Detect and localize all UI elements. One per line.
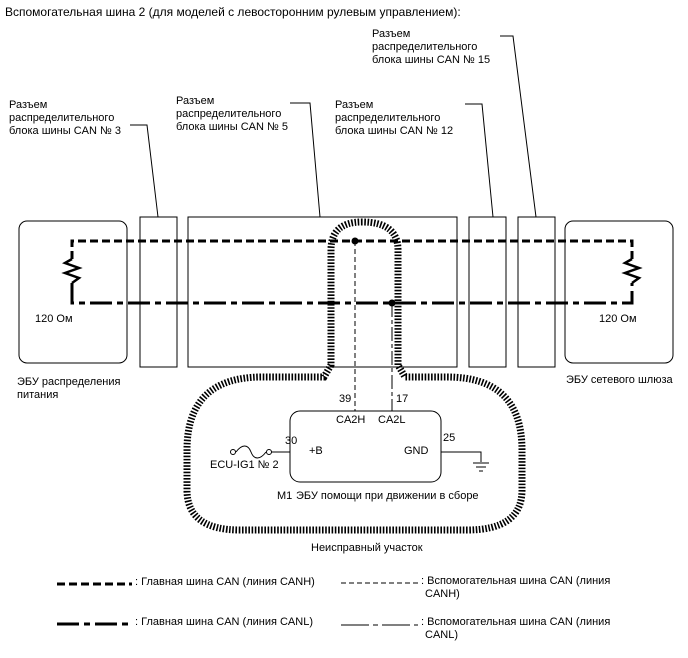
svg-text:блока шины CAN № 12: блока шины CAN № 12 xyxy=(335,125,453,137)
svg-text:Разъем: Разъем xyxy=(372,28,410,40)
b-plus-label: +B xyxy=(309,445,323,457)
legend-aux-canl-text-2: CANL) xyxy=(425,629,458,641)
pin-ca2h-number: 39 xyxy=(339,393,351,405)
pin-b-number: 30 xyxy=(285,435,297,447)
legend-aux-canh-text-2: CANH) xyxy=(425,588,460,600)
connector-label-12: Разъем распределительного блока шины CAN… xyxy=(335,99,453,137)
svg-text:распределительного: распределительного xyxy=(176,108,281,120)
svg-text:распределительного: распределительного xyxy=(372,41,477,53)
right-resistor xyxy=(621,257,643,285)
ca2h-label: CA2H xyxy=(336,414,365,426)
gnd-label: GND xyxy=(404,445,429,457)
legend: : Главная шина CAN (линия CANH) : Главна… xyxy=(57,575,610,641)
svg-text:блока шины CAN № 3: блока шины CAN № 3 xyxy=(9,125,121,137)
svg-text:Разъем: Разъем xyxy=(9,99,47,111)
right-ecu-box xyxy=(564,220,674,364)
module-code: M1 xyxy=(277,490,292,502)
svg-text:питания: питания xyxy=(17,389,58,401)
connector-label-15: Разъем распределительного блока шины CAN… xyxy=(372,28,490,66)
pin-ca2l-number: 17 xyxy=(396,393,408,405)
right-ecu-label: ЭБУ сетевого шлюза xyxy=(566,374,674,386)
faulty-area-outline xyxy=(183,218,526,534)
main-canl-line xyxy=(70,283,634,305)
legend-aux-canh-text-1: : Вспомогательная шина CAN (линия xyxy=(421,575,610,587)
left-resistor-value: 120 Ом xyxy=(35,313,73,325)
leader-lines xyxy=(130,35,537,218)
pin-gnd-number: 25 xyxy=(443,432,455,444)
svg-text:распределительного: распределительного xyxy=(335,112,440,124)
left-resistor xyxy=(61,257,83,285)
svg-text:распределительного: распределительного xyxy=(9,112,114,124)
legend-main-canh-text: : Главная шина CAN (линия CANH) xyxy=(135,576,315,588)
svg-text:блока шины CAN № 5: блока шины CAN № 5 xyxy=(176,121,288,133)
connector-label-5: Разъем распределительного блока шины CAN… xyxy=(176,95,288,133)
ground-icon xyxy=(441,451,489,472)
connector-box-3 xyxy=(139,216,178,368)
ca2l-label: CA2L xyxy=(378,414,406,426)
fuse-icon xyxy=(230,445,290,459)
legend-main-canl-text: : Главная шина CAN (линия CANL) xyxy=(135,616,313,628)
left-ecu-label: ЭБУ распределения питания xyxy=(17,376,121,401)
connector-label-3: Разъем распределительного блока шины CAN… xyxy=(9,99,121,137)
assist-ecu-box xyxy=(289,410,442,483)
svg-text:блока шины CAN № 15: блока шины CAN № 15 xyxy=(372,54,490,66)
legend-aux-canl-text-1: : Вспомогательная шина CAN (линия xyxy=(421,616,610,628)
diagram-title: Вспомогательная шина 2 (для моделей с ле… xyxy=(5,5,461,19)
svg-text:ЭБУ распределения: ЭБУ распределения xyxy=(17,376,121,388)
svg-text:Разъем: Разъем xyxy=(176,95,214,107)
fuse-label: ECU-IG1 № 2 xyxy=(210,459,279,471)
faulty-area-label: Неисправный участок xyxy=(311,542,423,554)
module-name: ЭБУ помощи при движении в сборе xyxy=(296,490,479,502)
right-resistor-value: 120 Ом xyxy=(599,313,637,325)
svg-text:Разъем: Разъем xyxy=(335,99,373,111)
